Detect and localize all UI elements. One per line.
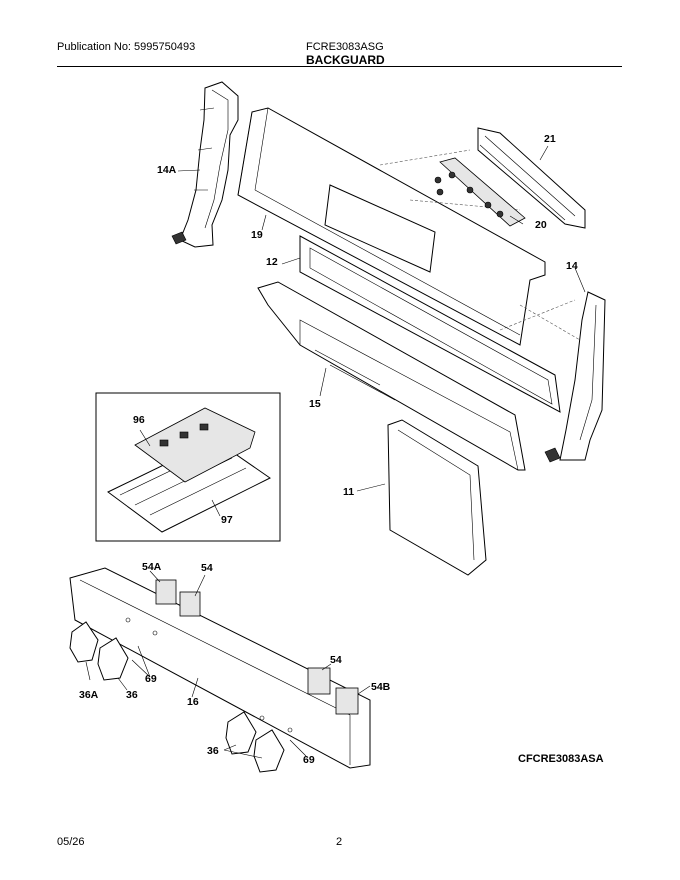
- header-rule: [57, 66, 622, 67]
- callout-19: 19: [251, 229, 263, 241]
- part-16-control-panel: [69, 567, 371, 769]
- figure-code: CFCRE3083ASA: [518, 753, 604, 765]
- callout-97: 97: [221, 514, 233, 526]
- callout-14: 14: [566, 260, 578, 272]
- inset-board-detail: [95, 392, 281, 542]
- callout-15: 15: [309, 398, 321, 410]
- part-21-control-cover: [477, 127, 586, 229]
- part-12-display-frame: [299, 235, 561, 413]
- publication-number: Publication No: 5995750493: [57, 41, 196, 53]
- switches-54: [155, 579, 359, 715]
- part-11-rear-cover: [387, 419, 487, 576]
- callout-96: 96: [133, 414, 145, 426]
- callout-36-left: 36: [126, 689, 138, 701]
- callout-69-bottom: 69: [303, 754, 315, 766]
- part-15-mounting-tray: [257, 281, 526, 471]
- callout-54-top: 54: [201, 562, 213, 574]
- model-number: FCRE3083ASG: [306, 41, 384, 53]
- part-20-control-board: [434, 157, 526, 227]
- callout-12: 12: [266, 256, 278, 268]
- part-14a-left-endcap: [171, 81, 239, 248]
- part-14-right-endcap: [544, 291, 606, 463]
- callout-36a: 36A: [79, 689, 99, 701]
- callout-54-right: 54: [330, 654, 342, 666]
- callout-69-left: 69: [145, 673, 157, 685]
- footer-page-number: 2: [336, 836, 343, 848]
- callout-21: 21: [544, 133, 556, 145]
- section-title: BACKGUARD: [306, 53, 385, 67]
- callout-36-bottom: 36: [207, 745, 219, 757]
- callout-54a: 54A: [142, 561, 162, 573]
- knobs-36: [69, 621, 285, 773]
- footer-date: 05/26: [57, 836, 85, 848]
- part-19-backguard-panel: [237, 107, 546, 346]
- callout-leaders: [85, 145, 586, 759]
- callout-11: 11: [343, 486, 355, 498]
- callout-20: 20: [535, 219, 547, 231]
- callout-14a: 14A: [157, 164, 177, 176]
- callout-54b: 54B: [371, 681, 391, 693]
- callout-16: 16: [187, 696, 199, 708]
